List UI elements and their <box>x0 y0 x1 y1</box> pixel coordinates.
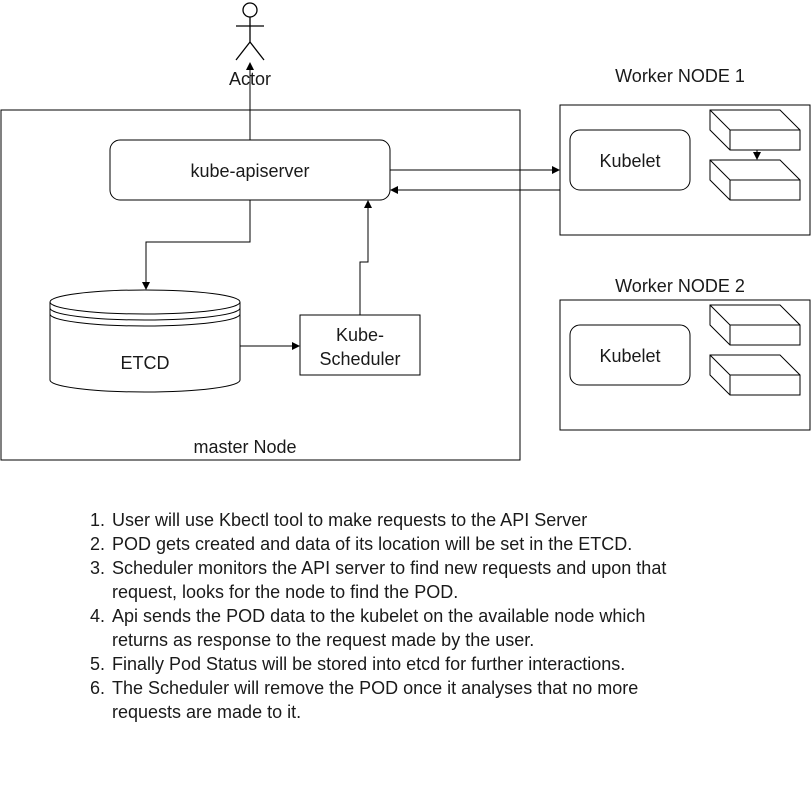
worker-node-2-pod-block-bottom <box>709 354 801 396</box>
worker-node-1-pod-block-top <box>709 109 801 151</box>
step-number: 6. <box>90 678 106 698</box>
step-text: Api sends the POD data to the kubelet on… <box>112 606 646 650</box>
etcd-database <box>49 289 241 393</box>
step-text: POD gets created and data of its locatio… <box>112 534 633 554</box>
step-5: 5. Finally Pod Status will be stored into… <box>90 652 670 676</box>
step-text: Finally Pod Status will be stored into e… <box>112 654 626 674</box>
master-node-box <box>0 109 521 461</box>
actor-icon <box>235 2 265 61</box>
step-2: 2. POD gets created and data of its locat… <box>90 532 670 556</box>
apiserver-to-etcd-arrow <box>142 200 251 290</box>
kube-scheduler-box <box>299 314 421 376</box>
step-number: 3. <box>90 558 106 578</box>
step-text: User will use Kbectl tool to make reques… <box>112 510 588 530</box>
step-1: 1. User will use Kbectl tool to make requ… <box>90 508 670 532</box>
etcd-label: ETCD <box>121 353 170 373</box>
step-text: Scheduler monitors the API server to fin… <box>112 558 667 602</box>
worker-node-2-box <box>559 299 811 431</box>
worker-node-1-box <box>559 104 811 236</box>
scheduler-to-apiserver-arrow <box>359 200 372 315</box>
kube-scheduler-label-line2: Scheduler <box>319 349 400 369</box>
step-3: 3. Scheduler monitors the API server to f… <box>90 556 670 604</box>
worker-node-1-label: Worker NODE 1 <box>615 66 745 86</box>
worker-node-2-label: Worker NODE 2 <box>615 276 745 296</box>
worker-node-2-kubelet-box <box>569 324 691 386</box>
step-number: 2. <box>90 534 106 554</box>
step-4: 4. Api sends the POD data to the kubelet … <box>90 604 670 652</box>
worker-node-2-pod-block-top <box>709 304 801 346</box>
master-node-label: master Node <box>193 437 296 457</box>
step-6: 6. The Scheduler will remove the POD once… <box>90 676 670 724</box>
step-text: The Scheduler will remove the POD once i… <box>112 678 639 722</box>
step-number: 1. <box>90 510 106 530</box>
step-number: 5. <box>90 654 106 674</box>
worker-node-1-kubelet-label: Kubelet <box>599 151 660 171</box>
worker-node-2-kubelet-label: Kubelet <box>599 346 660 366</box>
worker-node-1-kubelet-box <box>569 129 691 191</box>
step-number: 4. <box>90 606 106 626</box>
kube-apiserver-label: kube-apiserver <box>190 161 309 181</box>
kube-scheduler-label-line1: Kube- <box>336 325 384 345</box>
worker-node-1-pod-block-bottom <box>709 159 801 201</box>
process-steps-list: 1. User will use Kbectl tool to make requ… <box>90 508 670 724</box>
kubernetes-architecture-diagram: Actor master Node kube-apiserver ETCD Ku… <box>0 2 811 461</box>
